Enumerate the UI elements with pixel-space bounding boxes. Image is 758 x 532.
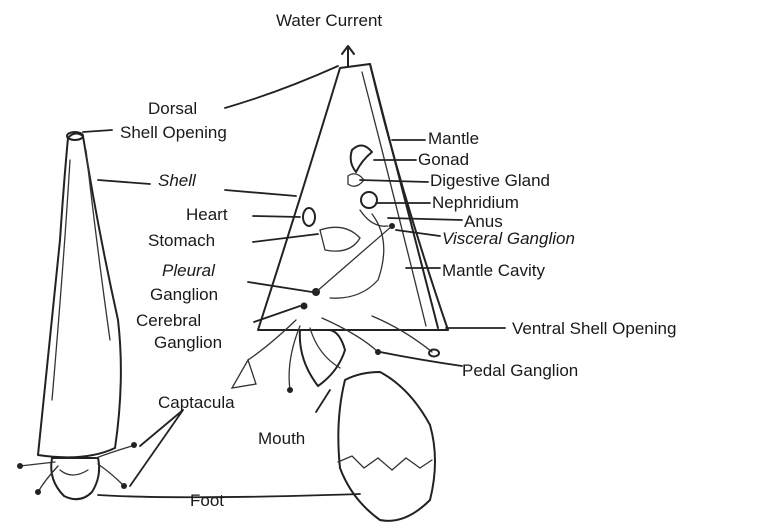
label-pleural: Pleural bbox=[162, 262, 215, 280]
right-captacula bbox=[232, 316, 432, 390]
label-water-current: Water Current bbox=[276, 12, 382, 30]
label-pleural-ganglion: Ganglion bbox=[150, 286, 218, 304]
label-mantle-cavity: Mantle Cavity bbox=[442, 262, 545, 280]
left-shell-specimen bbox=[17, 132, 137, 499]
label-heart: Heart bbox=[186, 206, 228, 224]
label-cerebral: Cerebral bbox=[136, 312, 201, 330]
label-ventral-shell-opening: Ventral Shell Opening bbox=[512, 320, 676, 338]
gonad-organ bbox=[351, 145, 372, 172]
right-mantle-line bbox=[370, 64, 438, 328]
stomach-organ bbox=[320, 227, 360, 251]
left-captacula bbox=[20, 446, 132, 492]
left-shell-outline bbox=[38, 133, 121, 457]
label-captacula: Captacula bbox=[158, 394, 235, 412]
right-head-region bbox=[300, 330, 345, 386]
cerebral-ganglion-dot bbox=[301, 303, 308, 310]
label-pedal-ganglion: Pedal Ganglion bbox=[462, 362, 578, 380]
label-stomach: Stomach bbox=[148, 232, 215, 250]
label-foot: Foot bbox=[190, 492, 224, 510]
label-dorsal: Dorsal bbox=[148, 100, 197, 118]
label-mantle: Mantle bbox=[428, 130, 479, 148]
label-shell: Shell bbox=[158, 172, 196, 190]
label-nephridium: Nephridium bbox=[432, 194, 519, 212]
heart-organ bbox=[303, 208, 315, 226]
label-gonad: Gonad bbox=[418, 151, 469, 169]
nephridium-organ bbox=[361, 192, 377, 208]
right-shell-outline bbox=[258, 64, 448, 330]
label-shell-opening: Shell Opening bbox=[120, 124, 227, 142]
label-digestive-gland: Digestive Gland bbox=[430, 172, 550, 190]
left-foot bbox=[51, 458, 99, 499]
right-section-specimen bbox=[232, 46, 448, 521]
label-mouth: Mouth bbox=[258, 430, 305, 448]
label-cerebral-ganglion: Ganglion bbox=[154, 334, 222, 352]
right-foot bbox=[338, 372, 435, 521]
label-visceral-ganglion: Visceral Ganglion bbox=[442, 230, 575, 248]
